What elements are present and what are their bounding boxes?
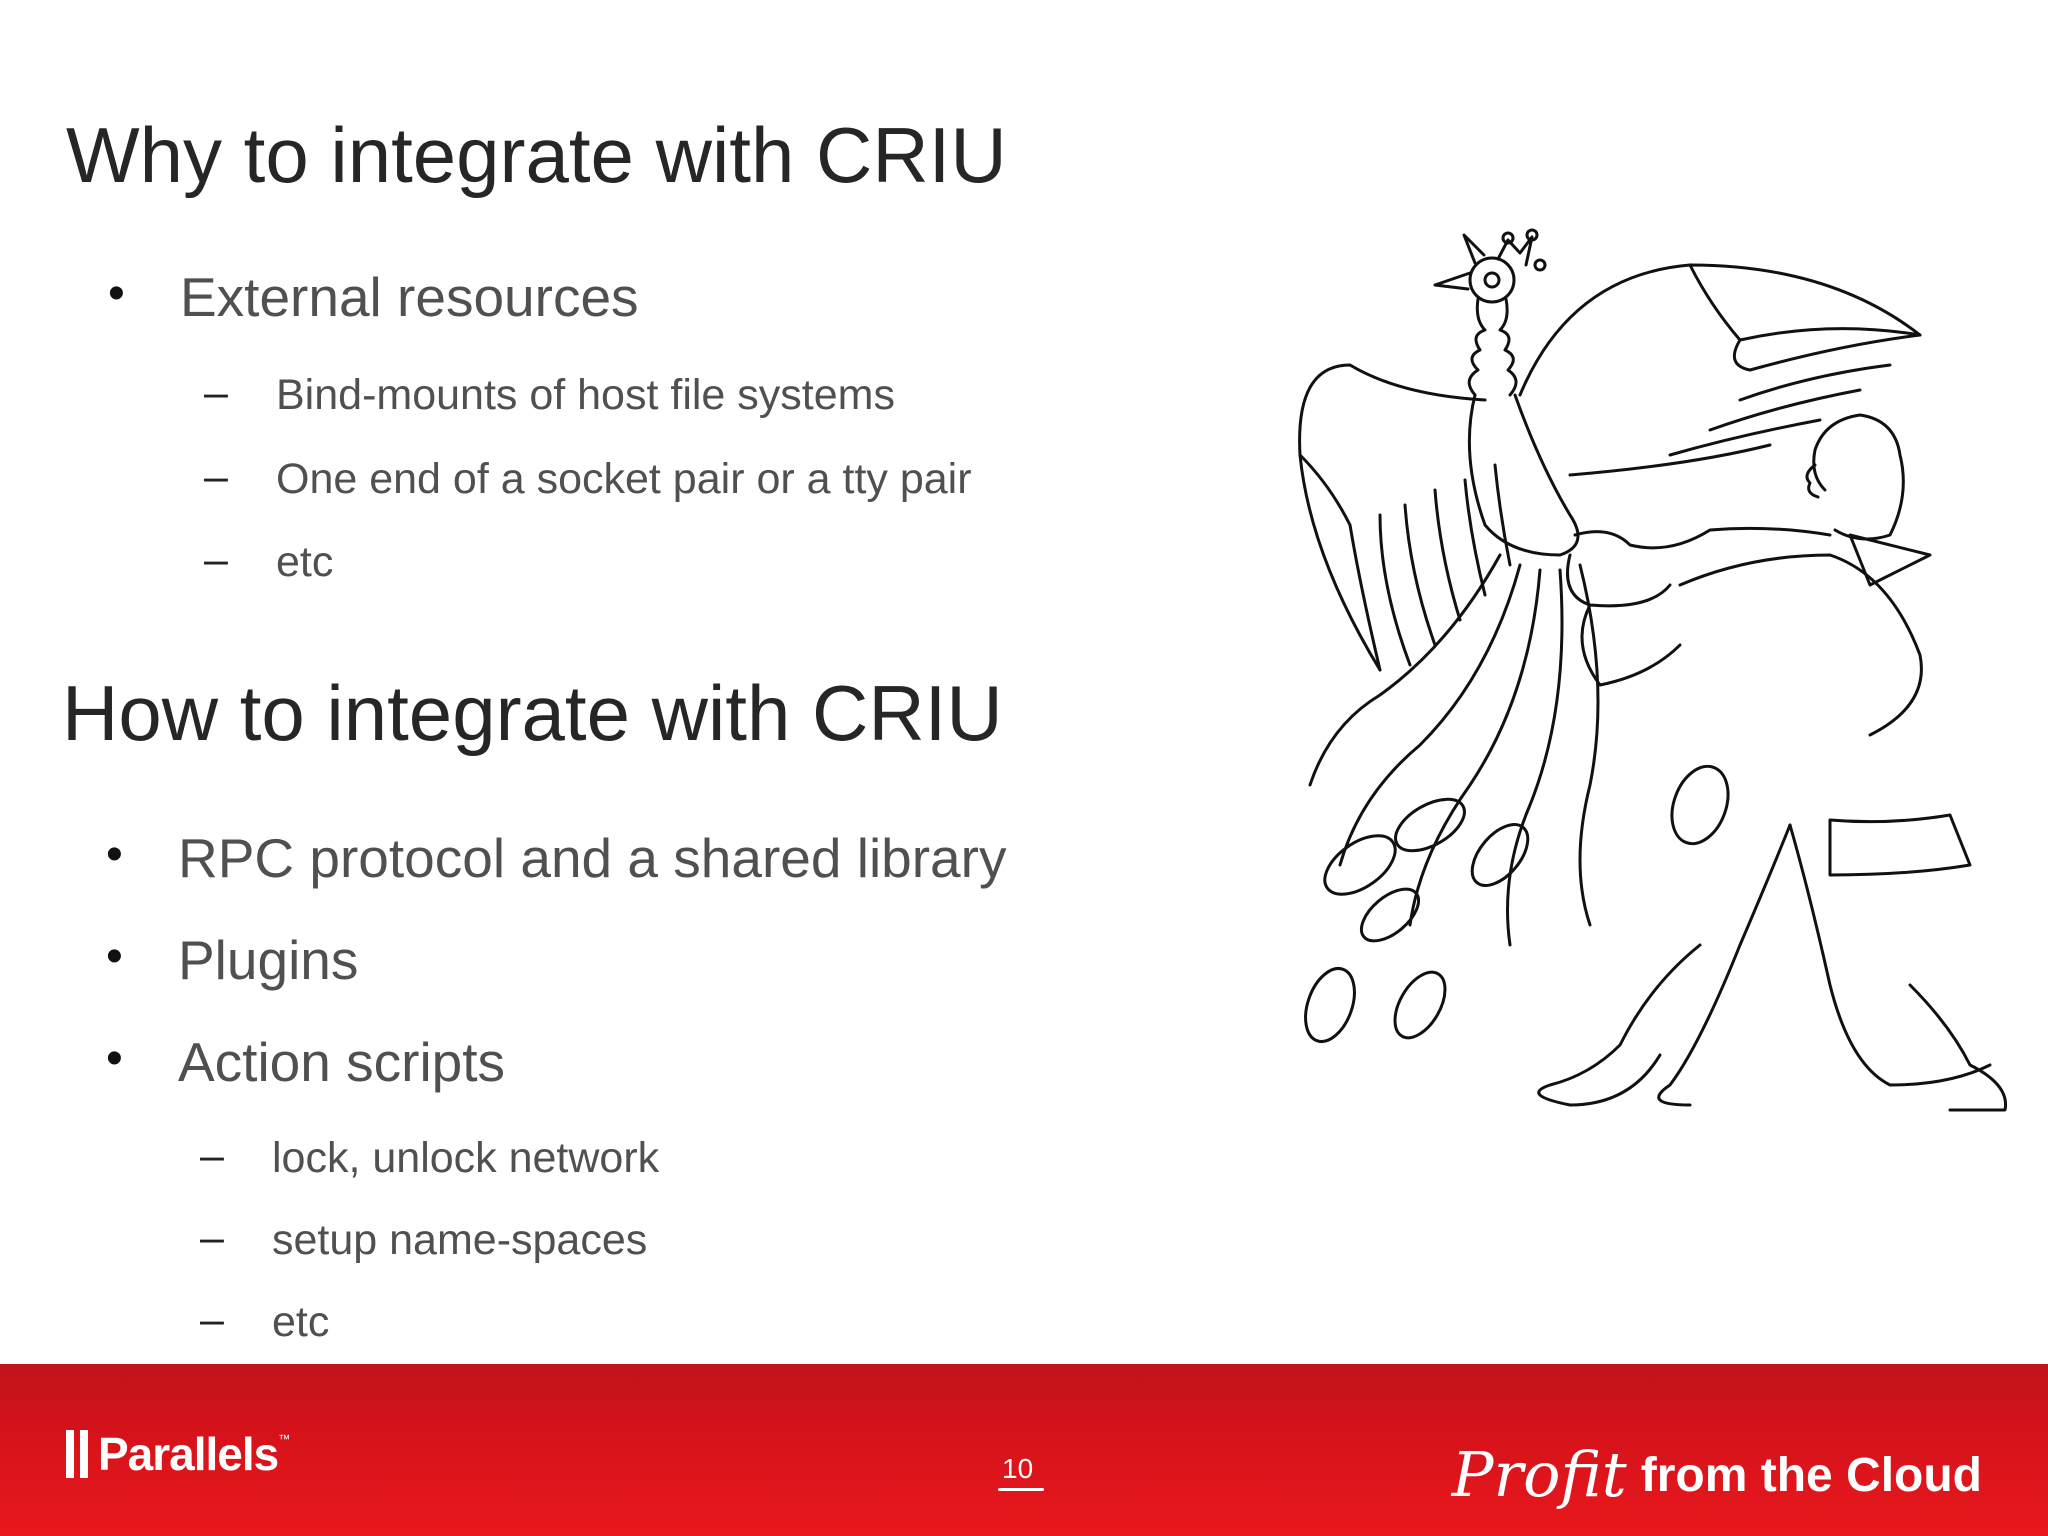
bullet-dot: • bbox=[106, 828, 123, 881]
footer-bar: Parallels ™ 10 Profit from the Cloud bbox=[0, 1364, 2048, 1536]
tagline: Profit from the Cloud bbox=[1452, 1416, 1982, 1506]
bird-left-wing-icon bbox=[1298, 363, 1512, 672]
firebird-illustration bbox=[1298, 228, 2008, 1112]
bullet-action-scripts: • Action scripts bbox=[106, 1035, 505, 1090]
sub-etc-1: – etc bbox=[204, 538, 334, 586]
tagline-script: Profit bbox=[1451, 1438, 1627, 1511]
bullet-dot: • bbox=[106, 1032, 123, 1085]
dash: – bbox=[200, 1296, 224, 1344]
trademark: ™ bbox=[278, 1432, 291, 1446]
dash: – bbox=[200, 1132, 224, 1180]
sub-label: etc bbox=[276, 538, 334, 586]
dash: – bbox=[204, 536, 228, 584]
heading-how: How to integrate with CRIU bbox=[62, 669, 1003, 757]
bullet-label: Plugins bbox=[178, 929, 359, 991]
dash: – bbox=[204, 369, 228, 417]
page-number-underline bbox=[998, 1488, 1044, 1491]
page-number: 10 bbox=[1002, 1453, 1034, 1484]
bullet-rpc: • RPC protocol and a shared library bbox=[106, 831, 1006, 886]
sub-etc-2: – etc bbox=[200, 1298, 330, 1346]
tagline-text: from the Cloud bbox=[1640, 1449, 1982, 1502]
sub-lock-network: – lock, unlock network bbox=[200, 1134, 660, 1182]
sub-label: One end of a socket pair or a tty pair bbox=[276, 455, 972, 503]
dash: – bbox=[204, 453, 228, 501]
sub-label: lock, unlock network bbox=[272, 1134, 660, 1182]
sub-socket-pair: – One end of a socket pair or a tty pair bbox=[204, 455, 972, 503]
sub-label: Bind-mounts of host file systems bbox=[276, 371, 895, 419]
bird-right-wing-icon bbox=[1518, 263, 1922, 477]
brand-name: Parallels bbox=[98, 1428, 279, 1480]
parallels-logo: Parallels ™ bbox=[66, 1428, 290, 1480]
bullet-label: Action scripts bbox=[178, 1031, 506, 1093]
dash: – bbox=[200, 1214, 224, 1262]
bullet-dot: • bbox=[106, 930, 123, 983]
sub-namespaces: – setup name-spaces bbox=[200, 1216, 648, 1264]
bullet-dot: • bbox=[108, 267, 125, 320]
sub-label: etc bbox=[272, 1298, 330, 1346]
sub-label: setup name-spaces bbox=[272, 1216, 648, 1264]
bullet-plugins: • Plugins bbox=[106, 933, 358, 988]
parallels-bars-icon bbox=[66, 1430, 88, 1478]
bullet-label: RPC protocol and a shared library bbox=[178, 827, 1007, 889]
bullet-label: External resources bbox=[180, 266, 639, 328]
bird-head-icon bbox=[1433, 228, 1547, 397]
bullet-external-resources: • External resources bbox=[108, 270, 639, 325]
boy-figure-icon bbox=[1537, 413, 2008, 1112]
heading-why: Why to integrate with CRIU bbox=[66, 111, 1007, 199]
bird-tail-icon bbox=[1304, 553, 1730, 1043]
bird-neck bbox=[1467, 393, 1580, 557]
sub-bind-mounts: – Bind-mounts of host file systems bbox=[204, 371, 895, 419]
